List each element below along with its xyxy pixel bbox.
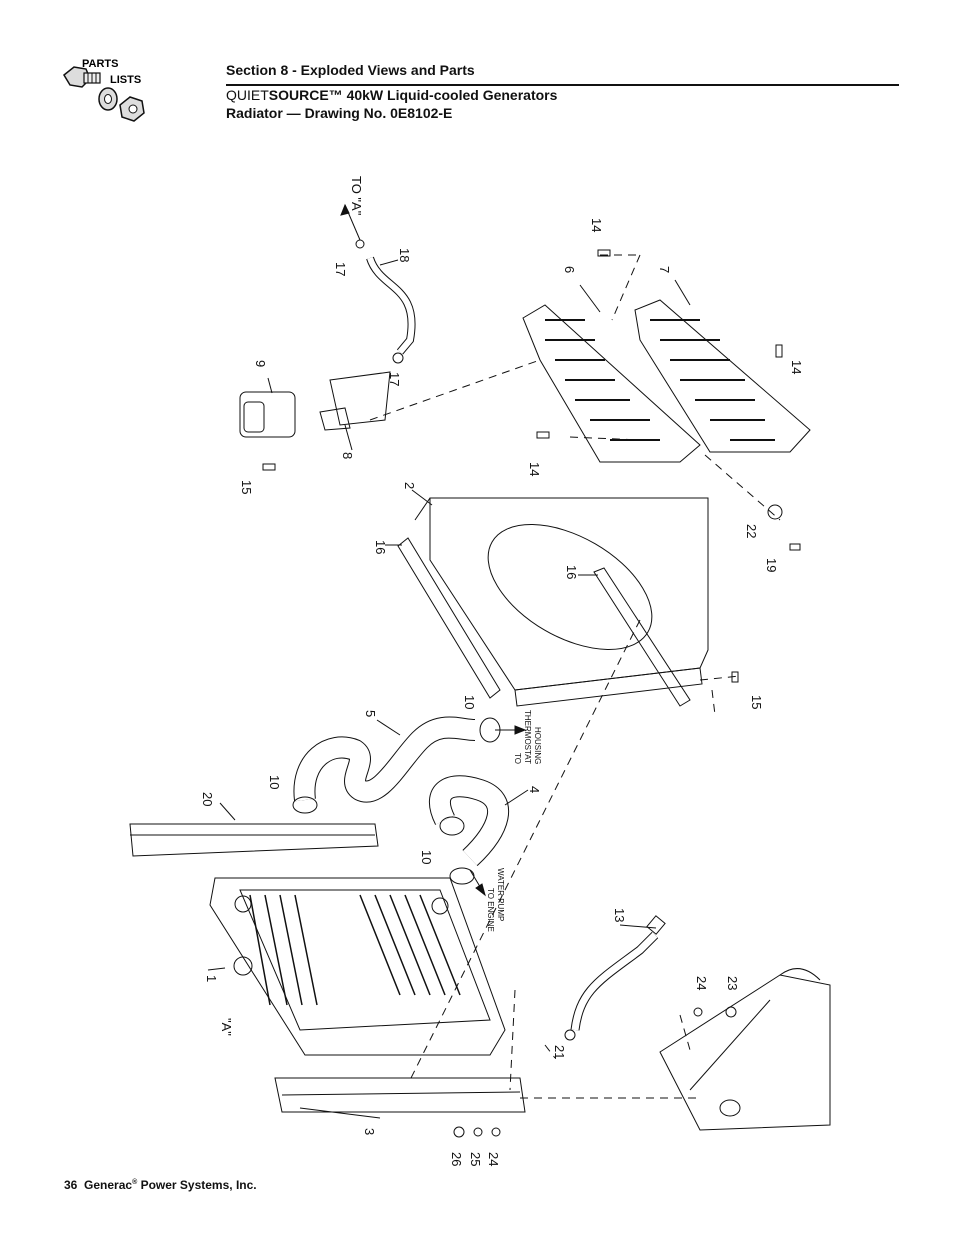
callout-3: 3: [362, 1128, 377, 1135]
callout-2: 2: [402, 482, 417, 489]
fan-shroud: [414, 497, 709, 707]
hardware-fasteners: [262, 239, 801, 1138]
thermostat-label-3: HOUSING: [533, 727, 542, 764]
callout-10-lower: 10: [419, 850, 434, 864]
product-suffix: ™ 40kW Liquid-cooled Generators: [328, 87, 558, 103]
leader-lines: [207, 259, 691, 1119]
hose-clamp-10-upper: [292, 796, 318, 814]
washer-icon: [98, 87, 118, 111]
top-support-bar: [129, 823, 379, 857]
registered-mark: ®: [132, 1179, 138, 1186]
callout-14-right: 14: [789, 360, 804, 374]
logo-lists-text: LISTS: [110, 74, 141, 86]
callout-15-left: 15: [239, 480, 254, 494]
thermostat-label-2: THERMOSTAT: [523, 710, 532, 764]
pump-label-2: WATER PUMP: [496, 868, 505, 921]
channel-strip-16-right: [593, 567, 691, 707]
callout-5: 5: [363, 710, 378, 717]
company-suffix: Power Systems, Inc.: [137, 1178, 257, 1192]
nut-icon: [119, 96, 145, 122]
bolt-icon: [63, 66, 101, 88]
callout-21: 21: [552, 1045, 567, 1059]
callout-14-left: 14: [527, 462, 542, 476]
callout-17-bottom: 17: [387, 372, 402, 386]
assembly-lines: [369, 254, 781, 1099]
header-rule: [226, 84, 899, 86]
callout-26: 26: [449, 1152, 464, 1166]
callout-15-right: 15: [749, 695, 764, 709]
hose-clamp-10-lower-a: [439, 816, 465, 836]
callout-17-top: 17: [333, 262, 348, 276]
upper-radiator-hose: [293, 716, 476, 803]
callout-9: 9: [253, 360, 268, 367]
bottom-support-bar: [274, 1077, 526, 1113]
callout-6: 6: [562, 266, 577, 273]
grille-panel-6: [522, 304, 701, 463]
overflow-bottle: [239, 391, 296, 438]
callout-19: 19: [764, 558, 779, 572]
page-footer: 36 Generac® Power Systems, Inc.: [64, 1178, 257, 1192]
callout-8: 8: [340, 452, 355, 459]
callout-7: 7: [657, 266, 672, 273]
callout-23: 23: [725, 976, 740, 990]
base-frame: [659, 968, 831, 1131]
callout-4: 4: [527, 786, 542, 793]
radiator: [209, 877, 506, 1056]
bottle-bracket: [319, 371, 391, 431]
drain-hose: [570, 915, 666, 1031]
company-name: Generac: [84, 1178, 133, 1192]
callout-25: 25: [468, 1152, 483, 1166]
lower-radiator-hose: [429, 775, 509, 867]
to-a-label: TO "A": [349, 176, 364, 216]
grille-panel-7: [634, 299, 811, 453]
product-bold: SOURCE: [268, 87, 329, 103]
callout-24-base: 24: [694, 976, 709, 990]
drawing-title: Radiator — Drawing No. 0E8102-E: [226, 105, 453, 121]
callout-10-upper: 10: [267, 775, 282, 789]
water-pump-arrow: [469, 869, 486, 897]
thermostat-arrow: [495, 725, 527, 735]
section-title: Section 8 - Exploded Views and Parts: [226, 62, 475, 78]
overflow-hose: [366, 256, 416, 355]
product-prefix: QUIET: [226, 87, 269, 103]
callout-14-top: 14: [589, 218, 604, 232]
to-a-arrow: [340, 203, 361, 241]
callout-22: 22: [744, 524, 759, 538]
pump-label-1: TO ENGINE: [486, 888, 495, 932]
callout-1: 1: [204, 975, 219, 982]
callout-16-right: 16: [564, 565, 579, 579]
channel-strip-16-left: [397, 537, 501, 699]
logo-parts-text: PARTS: [82, 58, 118, 70]
a-mark-label: "A": [219, 1018, 234, 1036]
callout-16-left: 16: [373, 540, 388, 554]
callout-10-thermostat: 10: [462, 695, 477, 709]
thermostat-label-1: TO: [513, 753, 522, 764]
callout-labels: 1 2 3 4 5 6 7 8 9 10 10 10 13 14 14 14 1…: [200, 176, 804, 1166]
callout-20: 20: [200, 792, 215, 806]
parts-lists-logo: PARTS LISTS: [63, 58, 145, 122]
product-subtitle: QUIETSOURCE™ 40kW Liquid-cooled Generato…: [226, 87, 557, 103]
callout-24-bottom: 24: [486, 1152, 501, 1166]
callout-13: 13: [612, 908, 627, 922]
page-number: 36: [64, 1178, 78, 1192]
callout-18: 18: [397, 248, 412, 262]
